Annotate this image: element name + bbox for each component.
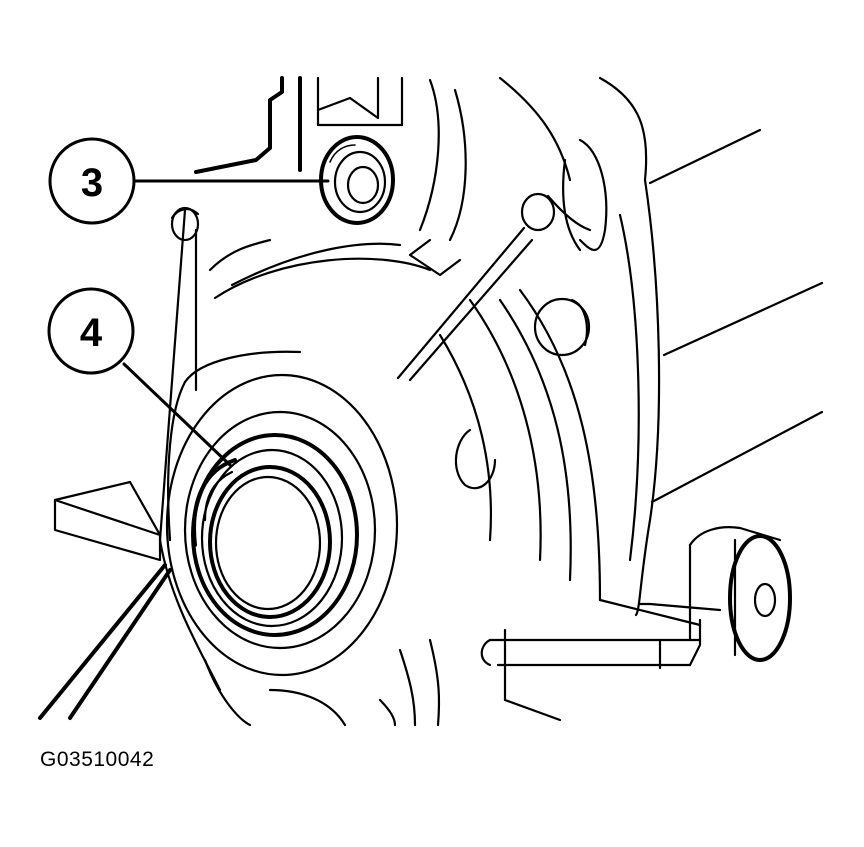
upper-seal [319, 135, 395, 225]
callout-3-label: 3 [81, 161, 103, 205]
callout-3: 3 [48, 137, 330, 225]
callout-4-leader [122, 362, 232, 467]
callout-4: 4 [47, 287, 232, 467]
lower-right-bracket [688, 526, 792, 662]
cover-boss [533, 297, 591, 357]
callout-4-label: 4 [80, 311, 103, 355]
crankshaft-seal [165, 373, 399, 677]
front-cover-housing [38, 76, 824, 727]
dowel-pin [396, 192, 592, 382]
figure-id: G03510042 [40, 748, 155, 771]
